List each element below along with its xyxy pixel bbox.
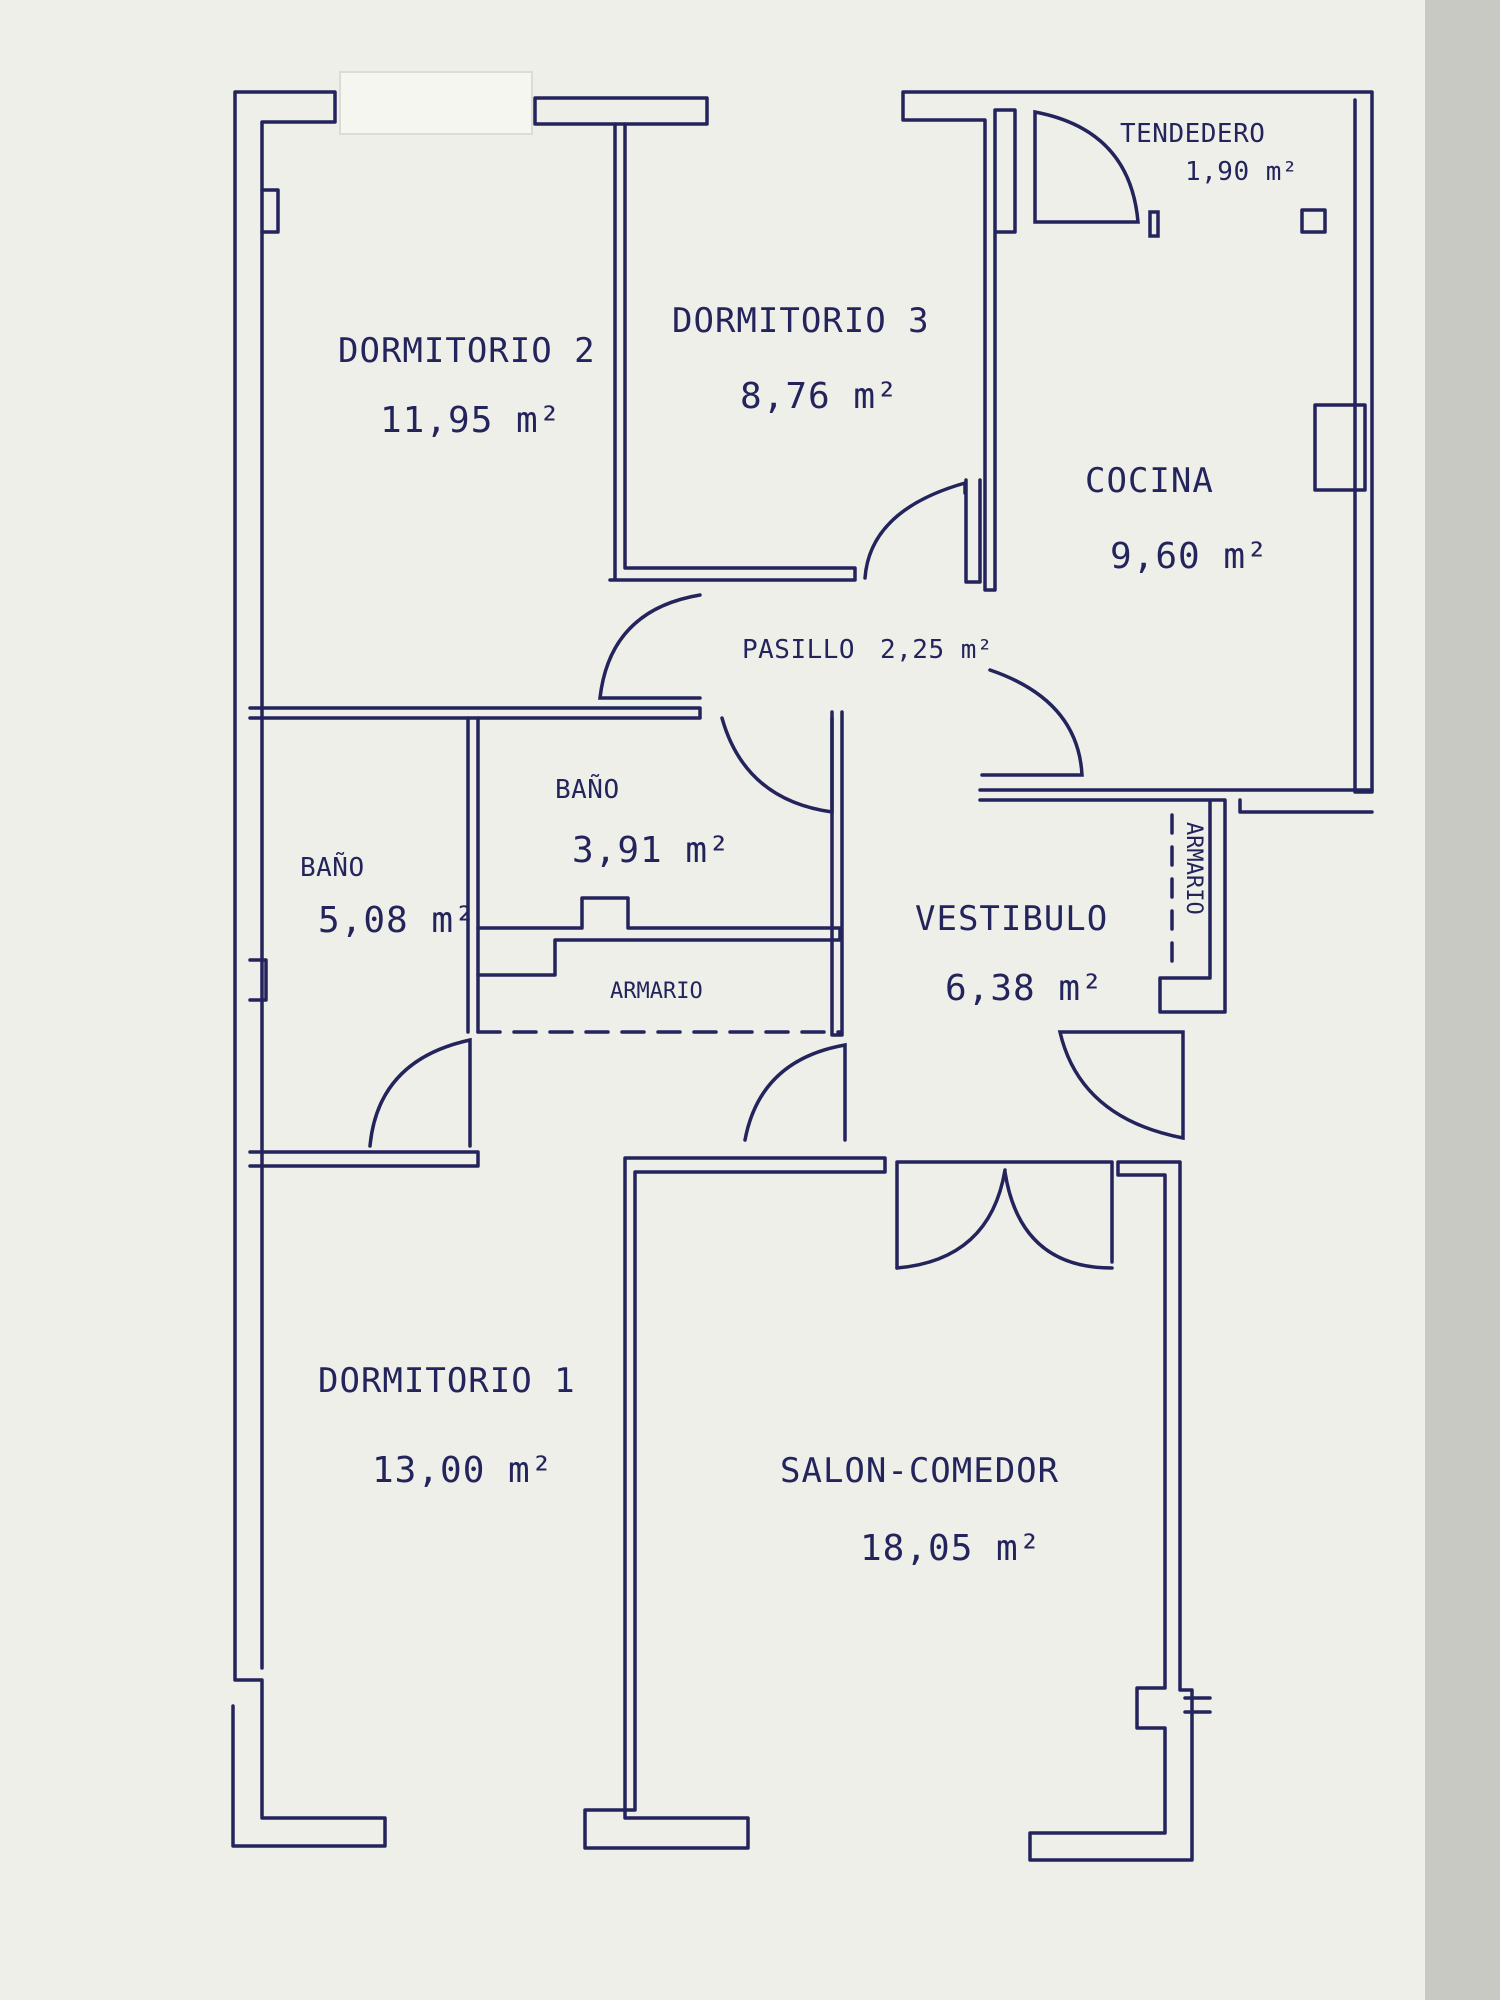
dormitorio3-door-swing <box>863 480 967 580</box>
cocina-name: COCINA <box>1085 461 1214 501</box>
dormitorio2-name: DORMITORIO 2 <box>338 331 596 371</box>
door-swings <box>368 109 1185 1270</box>
cocina-door-swing <box>980 668 1084 777</box>
bano-small-area: 3,91 m² <box>572 830 731 871</box>
kitchen-window <box>1313 403 1367 492</box>
dormitorio3-right-wall <box>964 478 982 584</box>
salon-double-door-frame <box>895 1160 1114 1270</box>
top-wall-segment <box>533 96 709 126</box>
walls <box>231 90 1374 1862</box>
dormitorio1-area: 13,00 m² <box>372 1450 553 1491</box>
dormitorio2-door-swing <box>598 593 702 700</box>
armario-door-swing <box>743 1042 847 1142</box>
vestibulo-area: 6,38 m² <box>945 968 1104 1009</box>
salon-name: SALON-COMEDOR <box>780 1451 1059 1491</box>
tendedero-area: 1,90 m² <box>1185 157 1298 187</box>
dormitorio2-bottom-wall <box>248 706 702 720</box>
vestibulo-name: VESTIBULO <box>915 899 1108 939</box>
vestibulo-door-swing <box>1057 1030 1185 1141</box>
salon-area: 18,05 m² <box>860 1528 1041 1569</box>
kitchen-bottom-wall <box>978 788 1374 1014</box>
tendedero-name: TENDEDERO <box>1120 119 1265 149</box>
dormitorio3-area: 8,76 m² <box>740 376 899 417</box>
salon-right-door-swing <box>1003 1170 1114 1270</box>
salon-top-wall <box>583 1156 887 1850</box>
dormitorio2-area: 11,95 m² <box>380 400 561 441</box>
bathroom-divider <box>466 716 480 1034</box>
outer-left-wall <box>231 90 387 1848</box>
tendedero-door-swing <box>1033 109 1140 224</box>
salon-left-door-swing <box>895 1168 1007 1270</box>
armario-top-wall <box>476 896 842 977</box>
dormitorio3-name: DORMITORIO 3 <box>672 301 930 341</box>
bano-large-area: 5,08 m² <box>318 900 477 941</box>
room-labels: DORMITORIO 2 11,95 m² DORMITORIO 3 8,76 … <box>300 119 1298 1569</box>
tendedero-marker <box>1148 210 1160 238</box>
bano-small-name: BAÑO <box>555 773 620 805</box>
paper-sheet <box>0 0 1425 2000</box>
left-wall-notch-top <box>260 188 280 234</box>
bano-right-wall <box>830 710 844 1037</box>
tape-strip <box>339 71 533 135</box>
salon-right-wall <box>1028 1160 1194 1862</box>
armario-side-name: ARMARIO <box>1181 822 1206 915</box>
pasillo-area: 2,25 m² <box>880 635 993 665</box>
paper-shadow <box>1425 0 1500 2000</box>
cocina-area: 9,60 m² <box>1110 536 1269 577</box>
top-right-wall <box>901 90 1374 794</box>
left-wall-notch-mid <box>248 958 268 1002</box>
bano-large-door-swing <box>368 1037 472 1148</box>
kitchen-notch <box>1300 208 1327 234</box>
bano-small-door-swing <box>720 716 834 815</box>
pasillo-name: PASILLO <box>742 635 855 665</box>
dormitorio1-top-wall <box>248 1150 480 1168</box>
bano-large-name: BAÑO <box>300 851 365 883</box>
dormitorio1-name: DORMITORIO 1 <box>318 1361 576 1401</box>
salon-right-tick <box>1183 1696 1212 1714</box>
armario-center-name: ARMARIO <box>610 979 703 1004</box>
dormitorio3-left-partition <box>608 122 857 582</box>
